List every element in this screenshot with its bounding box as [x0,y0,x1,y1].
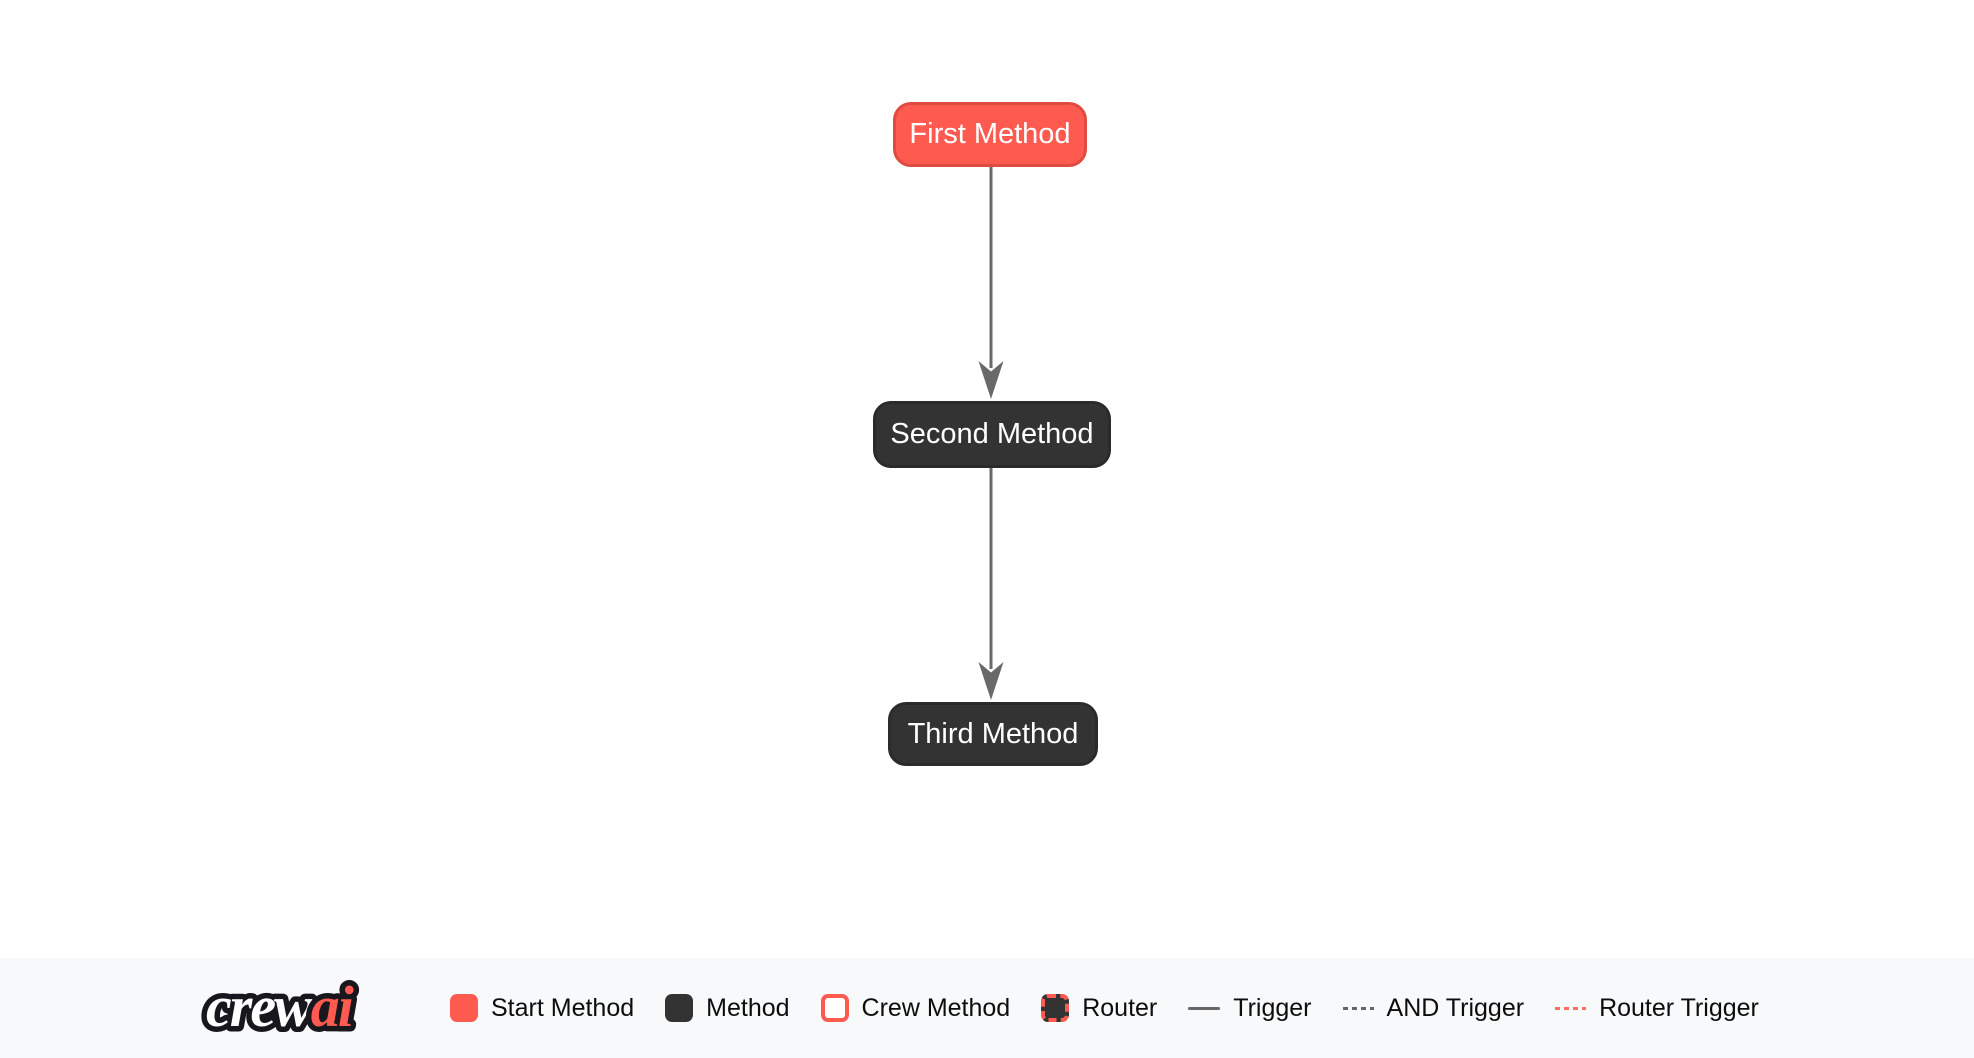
logo-text-ai: ai [311,974,354,1039]
legend-label-and-trigger: AND Trigger [1386,993,1525,1022]
node-first-method-label: First Method [909,118,1071,150]
trigger-edge-second-to-third [978,468,1004,700]
router-swatch-icon [1041,994,1070,1022]
svg-text:crewai: crewai [206,974,354,1039]
node-second-method-label: Second Method [890,418,1094,450]
crew-method-swatch-icon [820,994,849,1022]
logo-text-crew: crew [206,974,313,1039]
crewai-logo: crewai crewai [198,966,426,1050]
legend-item-method: Method [665,993,790,1023]
legend-item-start-method: Start Method [450,994,634,1023]
node-first-method[interactable]: First Method [893,102,1087,167]
legend-item-router-trigger: Router Trigger [1555,994,1759,1023]
legend-label-method: Method [706,993,790,1022]
node-third-method-label: Third Method [907,717,1079,750]
legend-item-crew-method: Crew Method [820,993,1011,1023]
legend-item-router: Router [1041,994,1157,1023]
legend-label-crew-method: Crew Method [861,993,1011,1022]
trigger-line-icon [1188,1006,1221,1010]
node-second-method[interactable]: Second Method [873,401,1111,468]
legend: Start Method Method Crew Method Router T… [450,994,1759,1023]
start-method-swatch-icon [450,994,478,1022]
node-third-method[interactable]: Third Method [888,702,1098,766]
and-trigger-line-icon [1342,1006,1374,1010]
legend-bar: crewai crewai Start Method Method Crew M… [0,958,1974,1058]
trigger-edge-first-to-second [978,166,1004,399]
legend-label-start-method: Start Method [491,993,635,1022]
legend-item-trigger: Trigger [1188,993,1312,1023]
method-swatch-icon [665,994,694,1022]
router-trigger-line-icon [1555,1006,1587,1010]
crewai-logo-image: crewai crewai [198,966,365,1048]
legend-label-trigger: Trigger [1233,993,1312,1022]
svg-text:crewai: crewai [206,974,354,1039]
legend-item-and-trigger: AND Trigger [1342,993,1525,1023]
legend-label-router: Router [1082,993,1158,1022]
legend-label-router-trigger: Router Trigger [1599,993,1759,1022]
